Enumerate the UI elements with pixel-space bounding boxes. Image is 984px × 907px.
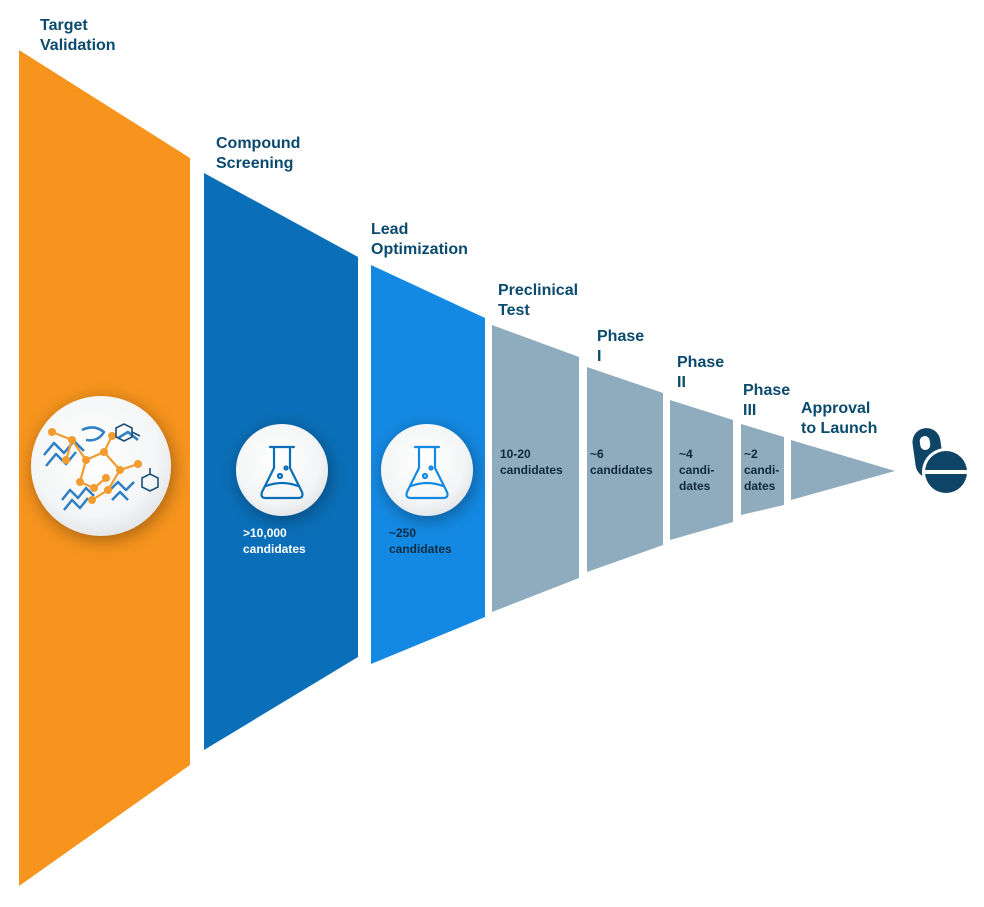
stage-bar-phase-1	[587, 367, 663, 572]
stage-bar-phase-3	[741, 424, 784, 515]
stage-bar-preclinical-test	[492, 325, 579, 612]
stage-bar-phase-2	[670, 400, 733, 540]
pill-capsule-icon	[912, 428, 970, 496]
stage-bar-approval-to-launch	[791, 440, 895, 500]
protein-molecule-icon	[31, 396, 171, 536]
flask-icon	[381, 424, 473, 516]
flask-icon	[236, 424, 328, 516]
